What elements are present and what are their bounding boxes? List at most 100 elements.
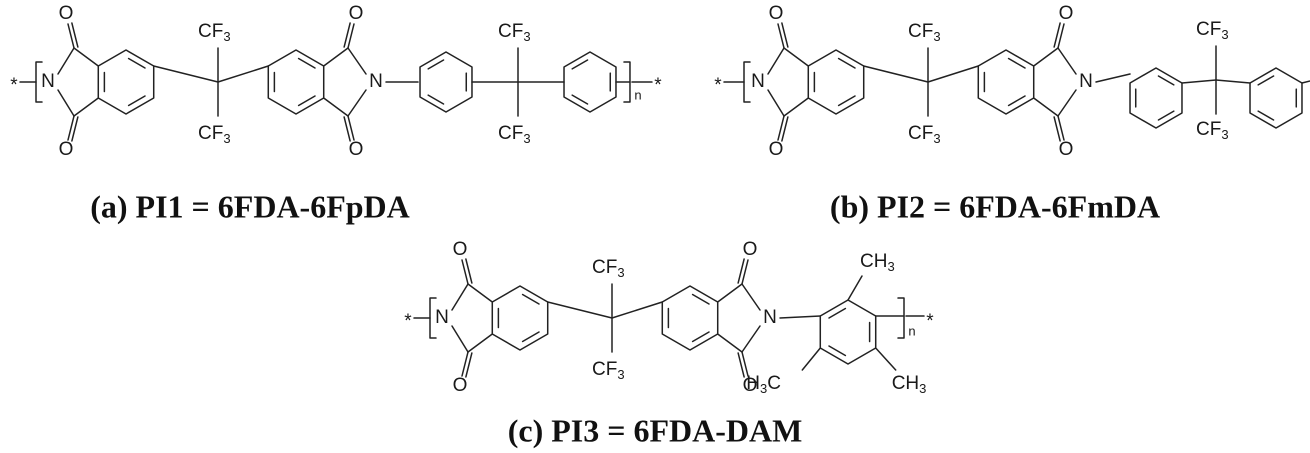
bond	[862, 65, 929, 83]
bond	[57, 47, 75, 75]
bond	[322, 97, 349, 117]
cf3-group-top: CF3	[1196, 19, 1229, 42]
caption-c: (c) PI3 = 6FDA-DAM	[508, 412, 803, 448]
oxygen-atom: O	[743, 375, 758, 396]
aromatic-double-bond	[1257, 110, 1275, 121]
repeat-bracket-left	[429, 297, 437, 339]
cf3-group-bottom-subscript: 3	[223, 131, 230, 146]
nitrogen-atom: N	[1079, 71, 1093, 92]
cf3-group-bottom-main: CF	[1196, 119, 1221, 140]
cf3-group-top: CF3	[498, 21, 531, 44]
oxygen-atom: O	[453, 239, 468, 260]
benzene-ring-left	[491, 285, 549, 351]
bond	[741, 283, 761, 311]
phenyl-ring-2	[563, 51, 617, 113]
aromatic-double-bond	[691, 293, 710, 305]
repeat-count-n: n	[634, 87, 641, 102]
aromatic-double-bond	[571, 94, 589, 105]
methyl-group-right-main: CH	[892, 373, 919, 394]
double-bond	[1053, 116, 1061, 142]
double-bond	[465, 258, 473, 284]
bond	[1057, 47, 1077, 75]
bond	[801, 347, 822, 371]
cf3-group-bottom-subscript: 3	[523, 131, 530, 146]
aromatic-double-bond	[297, 95, 316, 107]
oxygen-atom: O	[59, 139, 74, 160]
bond	[467, 333, 494, 353]
oxygen-atom: O	[453, 375, 468, 396]
bond	[347, 47, 367, 75]
methyl-group-top-main: CH	[860, 251, 887, 272]
aromatic-double-bond	[1157, 75, 1175, 86]
cf3-group-bottom: CF3	[592, 359, 625, 382]
repeat-bracket-right	[623, 61, 631, 103]
cf3-group-top: CF3	[592, 257, 625, 280]
aromatic-double-bond	[828, 345, 847, 357]
bond	[1095, 73, 1131, 83]
cf3-group-bottom-main: CF	[592, 359, 617, 380]
methyl-group-right-subscript: 3	[919, 381, 926, 396]
repeat-count-n: n	[908, 323, 915, 338]
bond	[927, 65, 980, 83]
cf3-group-top-subscript: 3	[617, 265, 624, 280]
bond	[1215, 79, 1251, 84]
cf3-group-bottom: CF3	[198, 123, 231, 146]
cf3-group-top-main: CF	[1196, 19, 1221, 40]
bond	[322, 47, 349, 67]
bond	[467, 283, 494, 303]
cf3-group-bottom: CF3	[1196, 119, 1229, 142]
double-bond	[461, 259, 469, 285]
cf3-group-bottom: CF3	[498, 123, 531, 146]
repeat-bracket-left	[35, 61, 43, 103]
aromatic-double-bond	[521, 331, 540, 343]
double-bond	[347, 115, 355, 141]
double-bond	[343, 22, 351, 48]
bond	[1032, 97, 1059, 117]
aromatic-double-bond	[571, 59, 589, 70]
phenyl-ring-1	[419, 51, 473, 113]
double-bond	[67, 23, 75, 49]
oxygen-atom: O	[59, 3, 74, 24]
methyl-group-top: CH3	[860, 251, 895, 274]
methyl-group-left-c: C	[767, 373, 781, 394]
bond	[1057, 89, 1077, 117]
aromatic-double-bond	[297, 57, 316, 69]
cf3-group-top-main: CF	[498, 21, 523, 42]
caption-a: (a) PI1 = 6FDA-6FpDA	[90, 188, 410, 224]
double-bond	[737, 352, 745, 378]
cf3-group-bottom-main: CF	[908, 123, 933, 144]
cf3-group-top: CF3	[908, 21, 941, 44]
bond	[217, 65, 270, 83]
bond	[73, 47, 100, 67]
repeat-bracket-left	[743, 61, 751, 103]
bond	[1032, 47, 1059, 67]
bond	[767, 89, 785, 117]
cf3-group-top-subscript: 3	[933, 29, 940, 44]
cf3-group-bottom-subscript: 3	[933, 131, 940, 146]
cf3-group-bottom: CF3	[908, 123, 941, 146]
bond	[611, 301, 664, 319]
double-bond	[1057, 23, 1065, 49]
aromatic-double-bond	[1007, 57, 1026, 69]
benzene-ring-right	[267, 49, 325, 115]
nitrogen-atom: N	[763, 307, 777, 328]
cf3-group-bottom-subscript: 3	[617, 367, 624, 382]
nitrogen-atom: N	[369, 71, 383, 92]
chain-end-star-right: *	[654, 75, 662, 96]
cf3-group-bottom-main: CF	[498, 123, 523, 144]
aromatic-double-bond	[691, 331, 710, 343]
bond	[1301, 80, 1310, 84]
double-bond	[71, 116, 79, 142]
oxygen-atom: O	[769, 139, 784, 160]
aromatic-double-bond	[837, 57, 856, 69]
bond	[73, 97, 100, 117]
caption-b: (b) PI2 = 6FDA-6FmDA	[830, 188, 1160, 224]
benzene-ring-left	[97, 49, 155, 115]
methyl-group-left: H3C	[746, 373, 781, 396]
oxygen-atom: O	[1059, 3, 1074, 24]
bond	[767, 47, 785, 75]
double-bond	[71, 22, 79, 48]
aromatic-double-bond	[127, 95, 146, 107]
double-bond	[347, 23, 355, 49]
